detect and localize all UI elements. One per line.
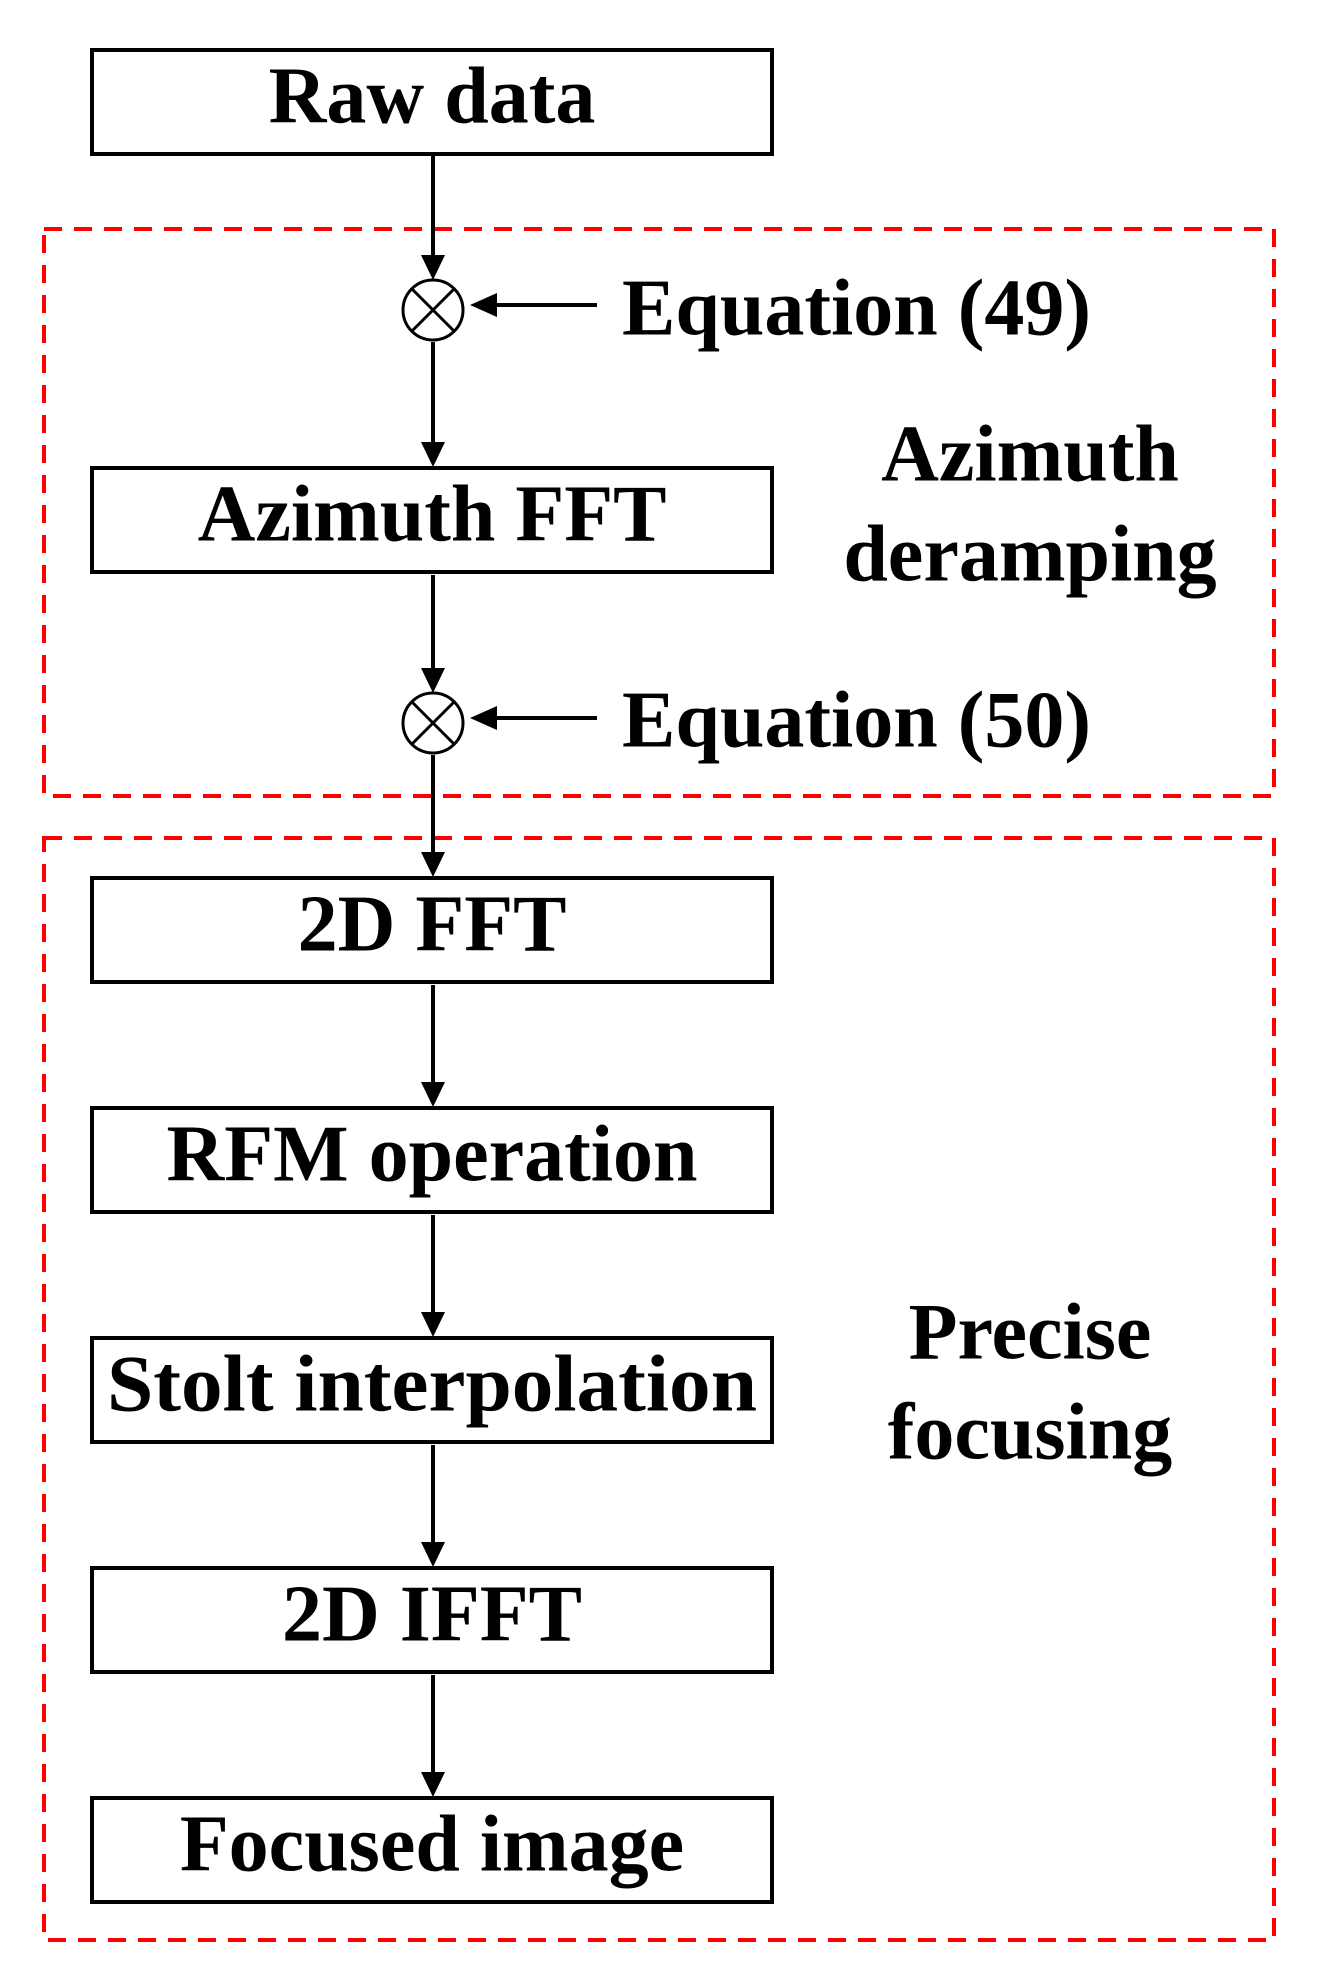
box-focused-image: Focused image bbox=[90, 1796, 774, 1904]
box-frame bbox=[90, 1106, 774, 1214]
multiply-node-1 bbox=[401, 278, 465, 342]
equation-50-label: Equation (50) bbox=[622, 676, 1091, 764]
arrowheads bbox=[421, 255, 497, 1797]
multiply-cross-b bbox=[410, 700, 456, 746]
arrowhead-into-2d-fft bbox=[421, 852, 445, 877]
arrowhead-into-mult1 bbox=[421, 255, 445, 280]
arrowhead-equation49 bbox=[470, 293, 497, 317]
region-precise-focusing-label-line1: Precise bbox=[909, 1288, 1152, 1376]
region-precise-focusing-label-line2: focusing bbox=[888, 1388, 1173, 1476]
region-precise-focusing bbox=[42, 836, 1276, 1942]
flow-connectors bbox=[431, 155, 597, 1780]
box-2d-ifft: 2D IFFT bbox=[90, 1566, 774, 1674]
box-frame bbox=[90, 1796, 774, 1904]
arrowhead-into-2d-ifft bbox=[421, 1542, 445, 1567]
box-azimuth-fft-label: Azimuth FFT bbox=[198, 470, 667, 558]
box-stolt-interpolation-label: Stolt interpolation bbox=[107, 1340, 757, 1428]
arrowhead-equation50 bbox=[470, 706, 497, 730]
region-azimuth-deramping bbox=[42, 227, 1276, 798]
arrowhead-into-rfm bbox=[421, 1082, 445, 1107]
box-rfm-operation: RFM operation bbox=[90, 1106, 774, 1214]
box-frame bbox=[90, 466, 774, 574]
box-frame bbox=[90, 876, 774, 984]
box-raw-data-label: Raw data bbox=[269, 52, 596, 140]
box-focused-image-label: Focused image bbox=[180, 1800, 684, 1888]
box-frame bbox=[90, 1336, 774, 1444]
multiply-node-2 bbox=[401, 691, 465, 755]
equation-49-label: Equation (49) bbox=[622, 264, 1091, 352]
arrowhead-into-stolt bbox=[421, 1312, 445, 1337]
arrowhead-into-focused bbox=[421, 1772, 445, 1797]
box-frame bbox=[90, 48, 774, 156]
box-frame bbox=[90, 1566, 774, 1674]
arrowhead-into-mult2 bbox=[421, 668, 445, 693]
box-raw-data: Raw data bbox=[90, 48, 774, 156]
box-2d-fft: 2D FFT bbox=[90, 876, 774, 984]
region-azimuth-deramping-label-line2: deramping bbox=[843, 510, 1216, 598]
box-2d-ifft-label: 2D IFFT bbox=[282, 1570, 582, 1658]
box-azimuth-fft: Azimuth FFT bbox=[90, 466, 774, 574]
box-2d-fft-label: 2D FFT bbox=[298, 880, 567, 968]
box-rfm-operation-label: RFM operation bbox=[166, 1110, 697, 1198]
arrowhead-into-azimuth-fft bbox=[421, 442, 445, 467]
region-azimuth-deramping-label-line1: Azimuth bbox=[881, 410, 1179, 498]
multiply-cross-b bbox=[410, 287, 456, 333]
box-stolt-interpolation: Stolt interpolation bbox=[90, 1336, 774, 1444]
